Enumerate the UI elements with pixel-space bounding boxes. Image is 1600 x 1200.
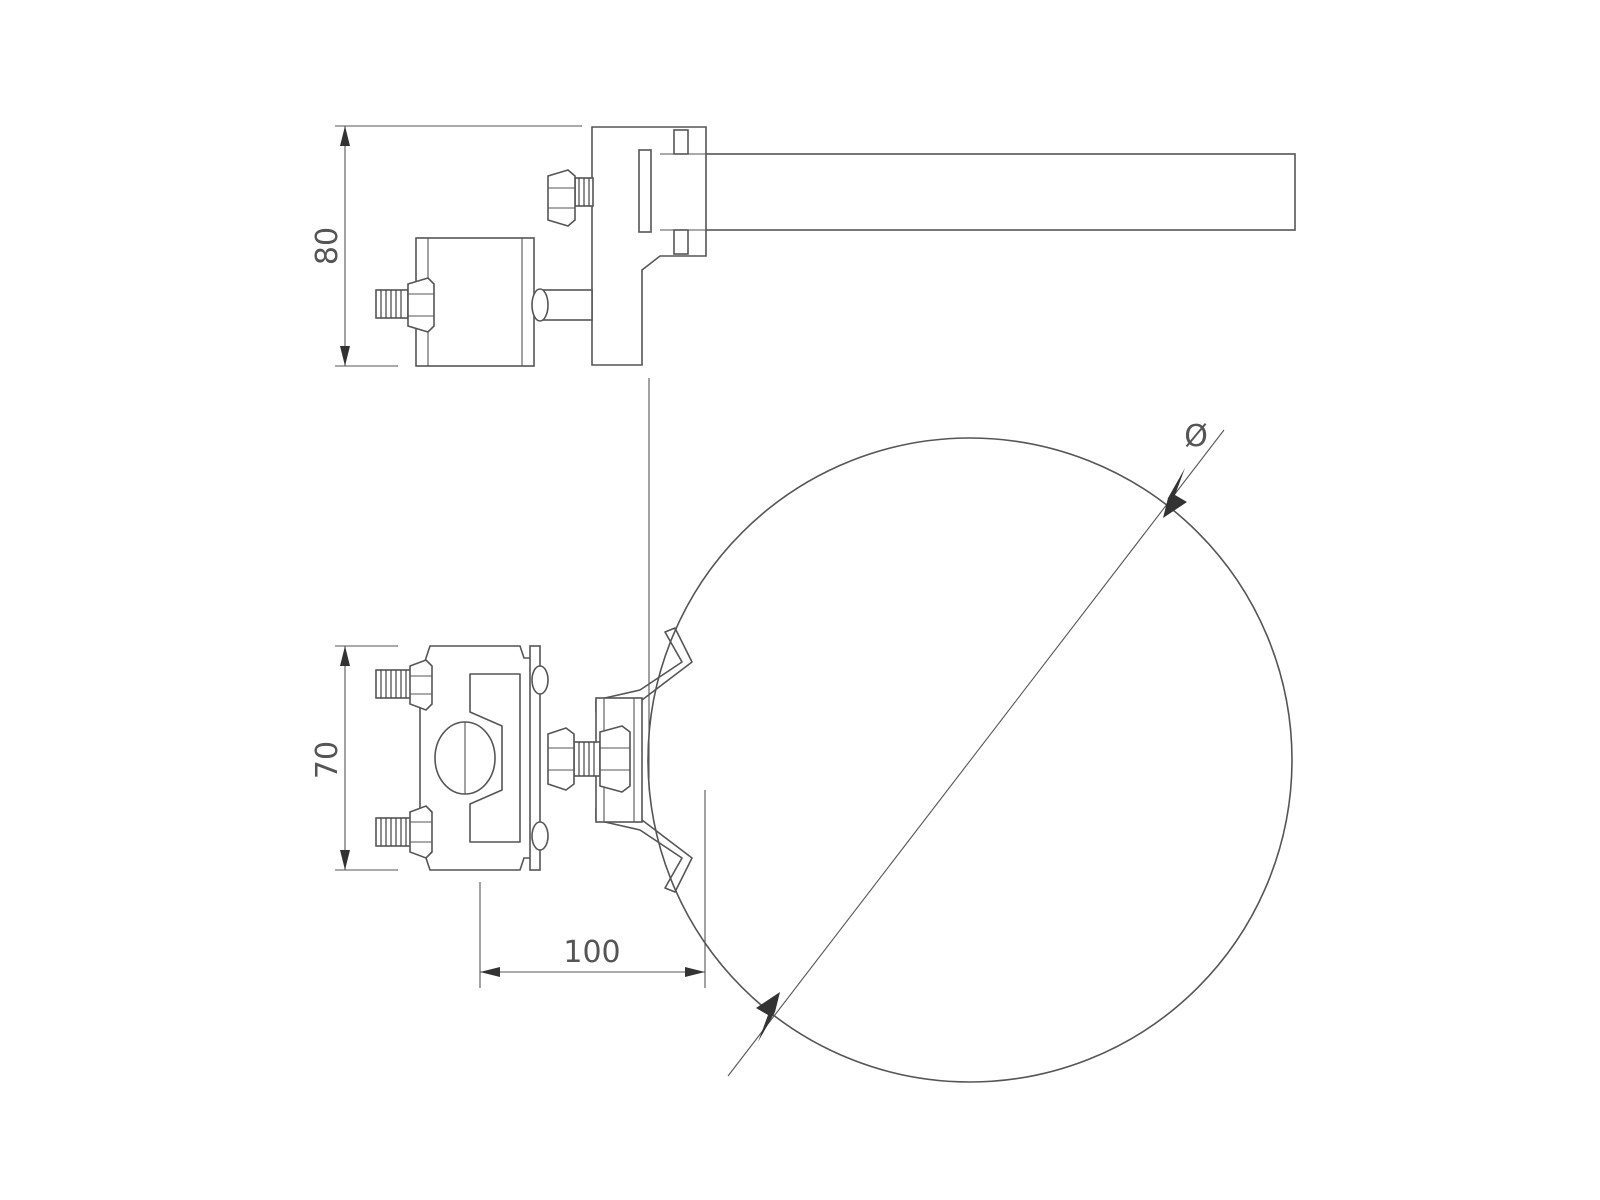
dimension-70: 70 bbox=[310, 645, 398, 871]
diameter-dimension: Ø bbox=[727, 419, 1225, 1077]
bracket-flange bbox=[638, 149, 652, 233]
top-bolt-left bbox=[375, 277, 435, 333]
dimension-80: 80 bbox=[310, 125, 582, 367]
bottom-center-bolt bbox=[547, 725, 631, 793]
hex-nut bbox=[547, 169, 576, 227]
top-view-assembly bbox=[375, 126, 1296, 367]
bottom-clamp-block bbox=[419, 645, 549, 871]
bracket-plate bbox=[591, 126, 707, 366]
dimension-label-100: 100 bbox=[563, 935, 620, 970]
hex-nut bbox=[547, 727, 575, 791]
hex-nut bbox=[599, 725, 631, 793]
hex-nut bbox=[409, 659, 433, 711]
bracket-tab-top bbox=[673, 129, 689, 155]
dimension-100: 100 bbox=[479, 882, 706, 988]
dimension-label-80: 80 bbox=[310, 227, 345, 265]
bracket-tab-bottom bbox=[673, 229, 689, 255]
diameter-symbol: Ø bbox=[1184, 419, 1208, 454]
pipe-circle bbox=[647, 437, 1293, 1083]
arm-tube bbox=[694, 153, 1296, 231]
bottom-bolt-lower bbox=[375, 805, 433, 859]
dimension-label-70: 70 bbox=[310, 741, 345, 779]
top-bolt-upper bbox=[547, 169, 594, 227]
hex-nut bbox=[407, 277, 435, 333]
bottom-bolt-upper bbox=[375, 659, 433, 711]
hex-nut bbox=[409, 805, 433, 859]
